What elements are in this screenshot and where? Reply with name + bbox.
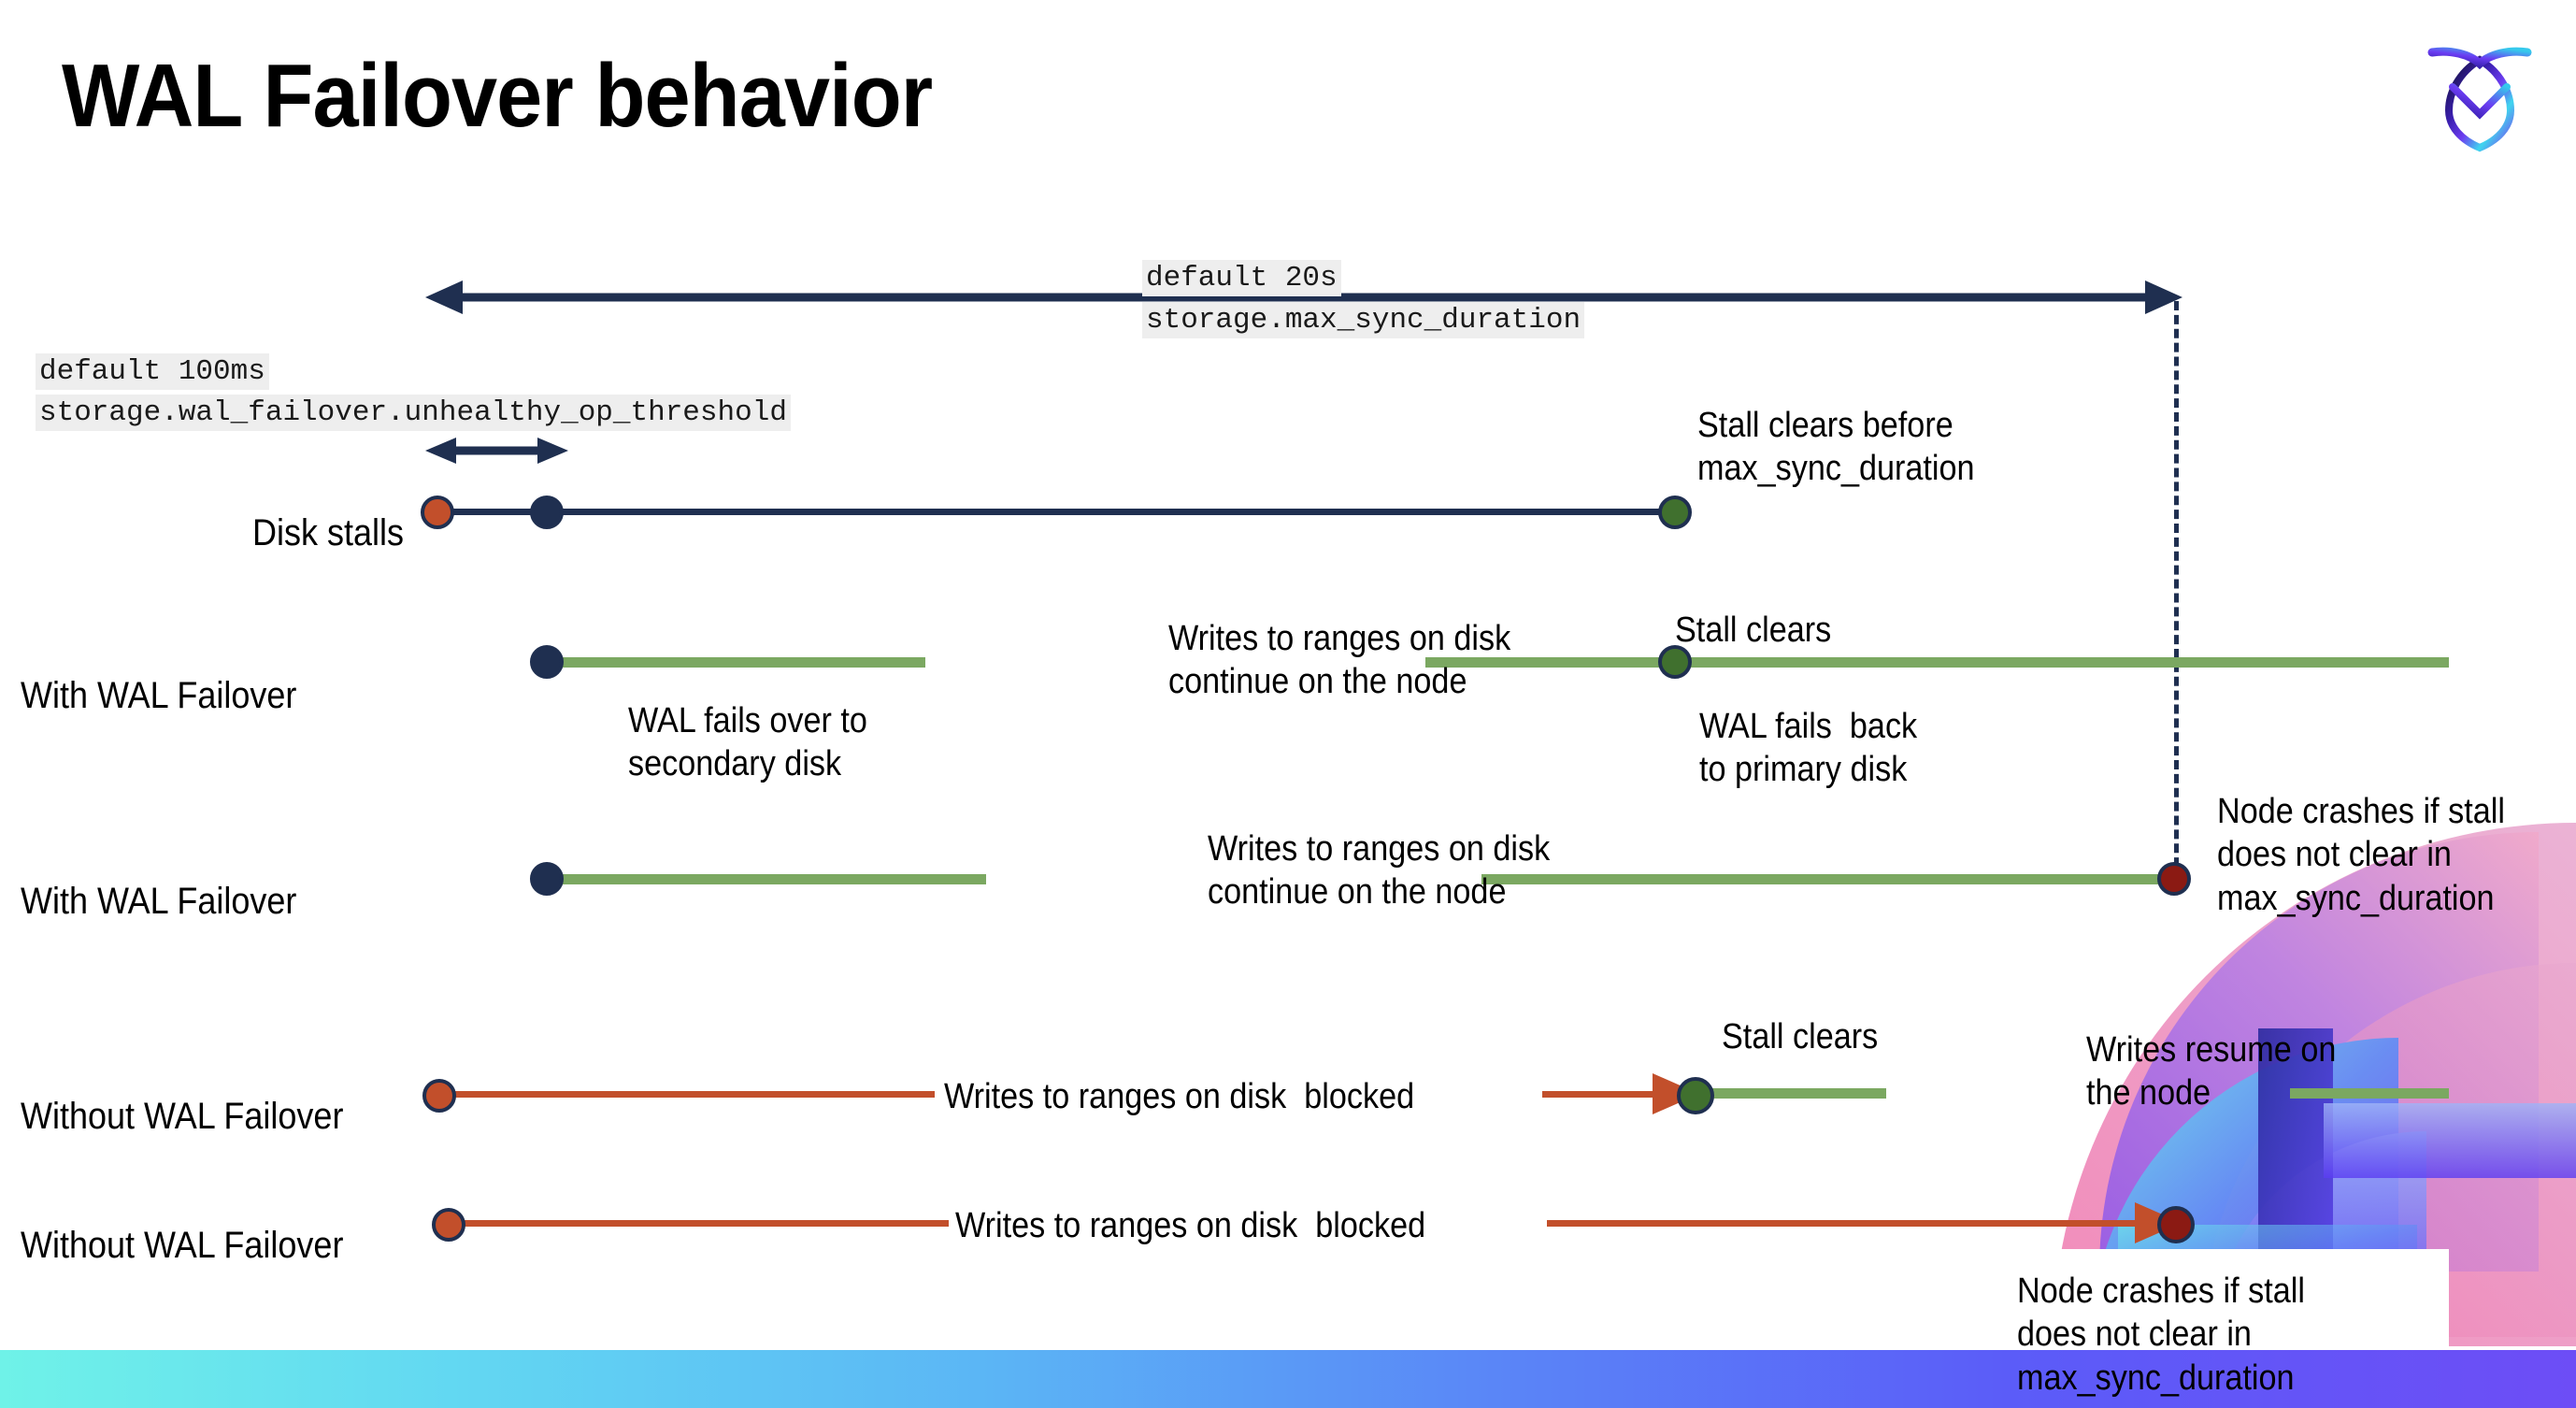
disk-stalls-timeline bbox=[444, 509, 1678, 515]
disk-stall-clear-dot bbox=[1658, 496, 1692, 529]
annotation-line-1: WAL fails back bbox=[1699, 707, 1918, 746]
max-sync-duration-guide-line bbox=[2174, 301, 2179, 881]
row3-node-crash-dot bbox=[2157, 862, 2191, 896]
annotation-writes-blocked-row5: Writes to ranges on disk blocked bbox=[955, 1204, 1425, 1247]
row3-segment-left bbox=[547, 874, 986, 884]
annotation-line-3: max_sync_duration bbox=[2017, 1358, 2295, 1398]
row4-segment-recovered-far bbox=[2290, 1088, 2449, 1099]
annotation-line-2: max_sync_duration bbox=[1697, 449, 1975, 489]
row-label-without-wal-failover-1: Without WAL Failover bbox=[21, 1096, 344, 1137]
cockroachdb-logo-icon bbox=[2410, 24, 2550, 165]
unhealthy-op-threshold-dot bbox=[530, 496, 564, 529]
annotation-line-2: continue on the node bbox=[1208, 872, 1507, 912]
row5-segment-right bbox=[1547, 1220, 2145, 1227]
row4-stall-clears-dot bbox=[1677, 1077, 1714, 1114]
unhealthy-op-setting-name: storage.wal_failover.unhealthy_op_thresh… bbox=[36, 395, 791, 431]
page-title: WAL Failover behavior bbox=[62, 46, 933, 146]
disk-stall-start-dot bbox=[421, 496, 454, 529]
annotation-line-1: Node crashes if stall bbox=[2217, 792, 2505, 831]
bottom-gradient-bar bbox=[0, 1350, 2576, 1408]
row3-segment-right bbox=[1481, 874, 2173, 884]
annotation-line-1: Writes to ranges on disk bbox=[1208, 829, 1551, 869]
annotation-line-2: does not clear in bbox=[2217, 835, 2452, 875]
annotation-line-1: Stall clears bbox=[1675, 611, 1832, 650]
annotation-line-1: Writes resume on bbox=[2086, 1030, 2337, 1070]
row2-failover-dot bbox=[530, 645, 564, 679]
annotation-line-2: continue on the node bbox=[1168, 662, 1467, 702]
unhealthy-op-threshold-span-arrow bbox=[425, 438, 568, 464]
annotation-line-1: Stall clears before bbox=[1697, 406, 1953, 445]
annotation-line-2: does not clear in bbox=[2017, 1315, 2252, 1355]
row2-segment-left bbox=[547, 657, 925, 668]
max-sync-default-label: default 20s bbox=[1142, 260, 1341, 296]
row4-segment-left bbox=[449, 1091, 935, 1098]
row4-segment-recovered bbox=[1709, 1088, 1886, 1099]
row-label-with-wal-failover-1: With WAL Failover bbox=[21, 675, 297, 716]
annotation-line-1: Node crashes if stall bbox=[2017, 1272, 2305, 1311]
annotation-line-1: Writes to ranges on disk bbox=[1168, 619, 1511, 658]
max-sync-setting-name: storage.max_sync_duration bbox=[1142, 302, 1585, 338]
annotation-line-3: max_sync_duration bbox=[2217, 878, 2495, 918]
row5-stall-start-dot bbox=[432, 1208, 465, 1242]
row-label-without-wal-failover-2: Without WAL Failover bbox=[21, 1225, 344, 1266]
row3-failover-dot bbox=[530, 862, 564, 896]
annotation-line-2: to primary disk bbox=[1699, 750, 1908, 790]
row5-node-crash-dot bbox=[2157, 1206, 2195, 1243]
unhealthy-op-default-label: default 100ms bbox=[36, 353, 269, 390]
annotation-writes-blocked-row4: Writes to ranges on disk blocked bbox=[944, 1075, 1414, 1118]
row4-segment-right bbox=[1542, 1091, 1659, 1098]
row2-segment-right bbox=[1425, 657, 2449, 668]
row-label-disk-stalls: Disk stalls bbox=[251, 512, 404, 553]
row2-stall-clears-dot bbox=[1658, 645, 1692, 679]
row5-segment-left bbox=[458, 1220, 949, 1227]
annotation-line-2: secondary disk bbox=[628, 744, 842, 784]
annotation-line-1: WAL fails over to bbox=[628, 701, 867, 740]
annotation-line-2: the node bbox=[2086, 1073, 2211, 1113]
row4-stall-start-dot bbox=[422, 1079, 456, 1113]
annotation-line-1: Writes to ranges on disk blocked bbox=[944, 1077, 1415, 1116]
row-label-with-wal-failover-2: With WAL Failover bbox=[21, 881, 297, 922]
annotation-line-1: Stall clears bbox=[1722, 1017, 1879, 1056]
annotation-line-1: Writes to ranges on disk blocked bbox=[955, 1206, 1426, 1245]
